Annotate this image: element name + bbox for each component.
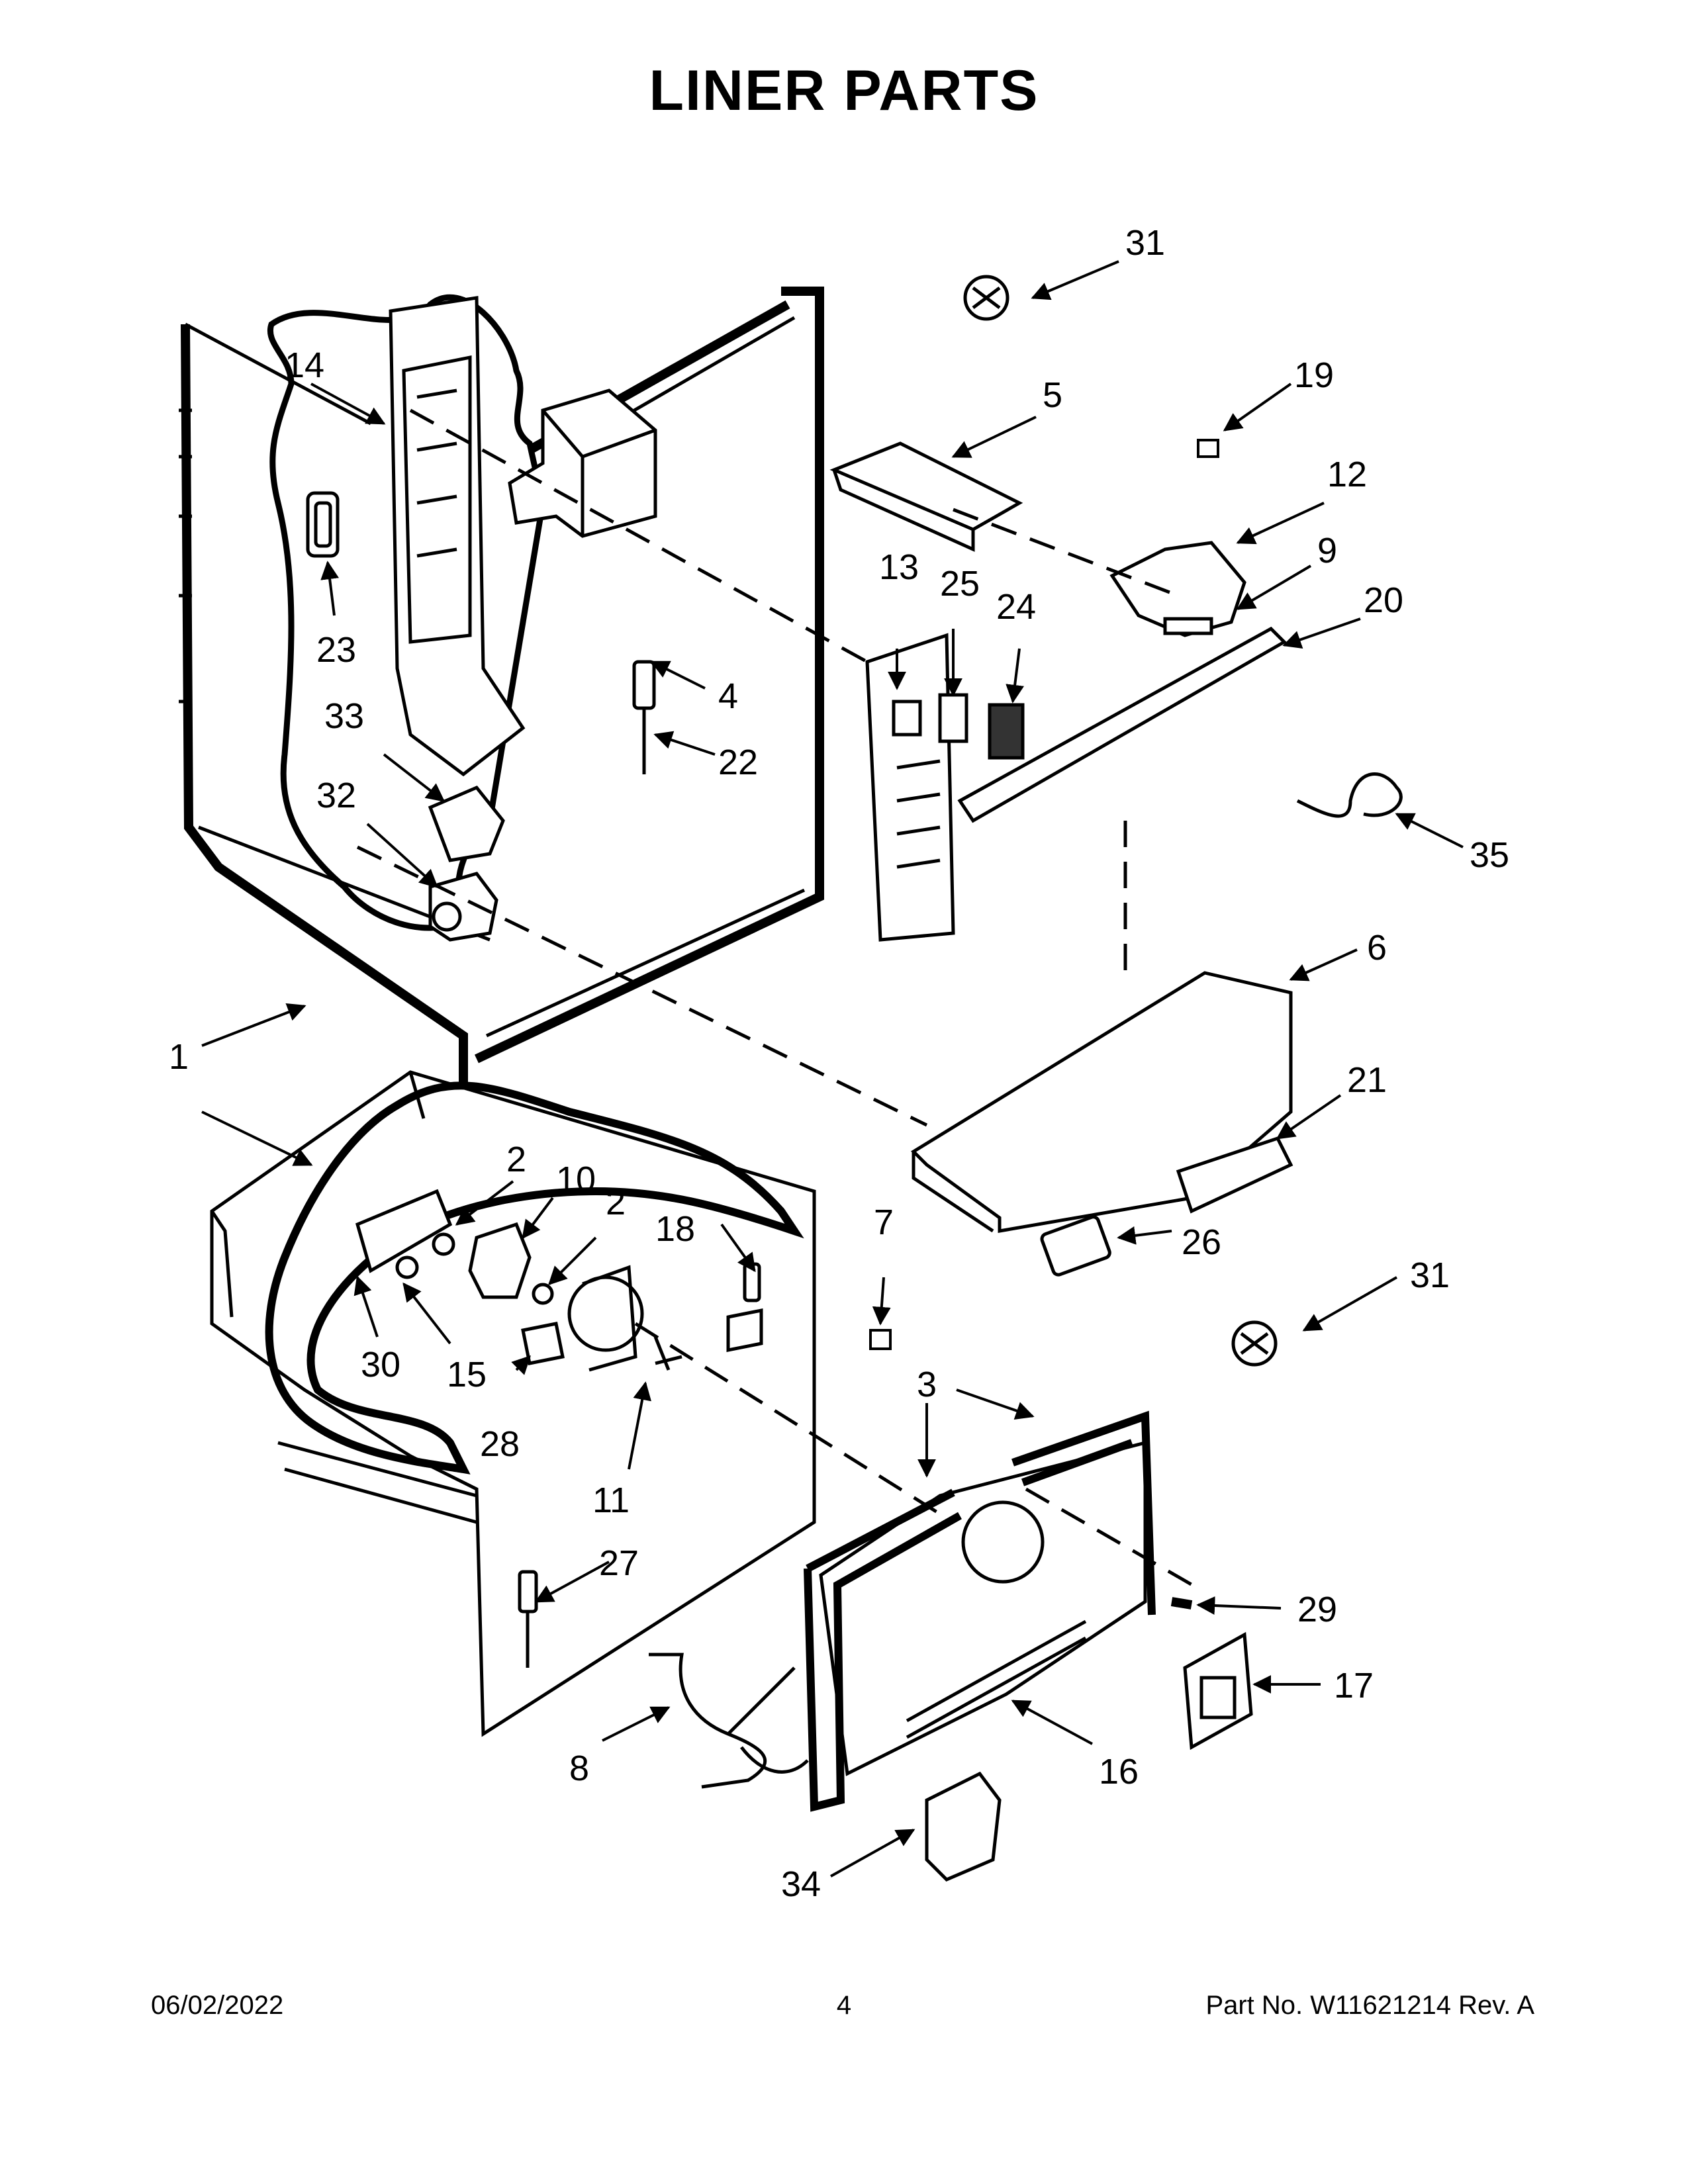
filter-cover-part (988, 703, 1025, 760)
freezer-liner (210, 1070, 816, 1737)
callout-17: 17 (1334, 1666, 1374, 1706)
callout-5: 5 (1043, 375, 1062, 415)
callout-7: 7 (874, 1203, 894, 1242)
knob-part-lower (1231, 1320, 1278, 1367)
callout-18: 18 (655, 1209, 695, 1249)
callout-labels: 31 19 14 5 12 9 20 13 25 24 23 4 33 22 3… (169, 223, 1509, 1904)
callout-29: 29 (1297, 1590, 1337, 1629)
thermistor-part (632, 660, 656, 774)
gasket-strip-part (1011, 1410, 1156, 1615)
callout-30: 30 (361, 1345, 400, 1385)
top-bracket-part (829, 441, 1023, 552)
callout-26: 26 (1182, 1222, 1221, 1262)
callout-31-lower: 31 (1410, 1255, 1450, 1295)
fan-assembly-parts (355, 1189, 763, 1372)
footer-page-number: 4 (836, 1991, 852, 2020)
rear-panel-part (819, 1440, 1147, 1776)
callout-32: 32 (316, 776, 356, 815)
callout-19: 19 (1294, 355, 1334, 395)
light-lens-part (1040, 1215, 1111, 1277)
footer-part-number: Part No. W11621214 Rev. A (1205, 1991, 1534, 2020)
cover-part (925, 1771, 1002, 1882)
callout-9: 9 (1317, 531, 1337, 570)
clip-part (1163, 617, 1213, 635)
assembly-lines (356, 408, 1199, 1590)
callout-15: 15 (447, 1355, 487, 1394)
callout-2-second: 2 (606, 1183, 626, 1222)
callout-10: 10 (556, 1160, 596, 1199)
freezer-thermistor-part (518, 1570, 538, 1668)
callout-27: 27 (599, 1543, 639, 1583)
damper-housing-part (508, 388, 657, 538)
evaporator-cover-part (389, 296, 526, 777)
callout-22: 22 (718, 743, 758, 782)
wire-harness-part (1296, 772, 1403, 818)
shelf-bracket-part (1176, 1136, 1293, 1214)
light-socket-part (306, 491, 340, 558)
callout-4: 4 (718, 676, 738, 716)
callout-1: 1 (169, 1037, 189, 1077)
footer-date: 06/02/2022 (151, 1991, 284, 2020)
callout-35: 35 (1470, 835, 1509, 875)
page-title: LINER PARTS (649, 59, 1039, 122)
callout-24: 24 (996, 587, 1036, 627)
knob-part (963, 275, 1009, 321)
callout-2: 2 (506, 1140, 526, 1179)
callout-3: 3 (917, 1365, 937, 1404)
callout-14: 14 (285, 345, 324, 385)
callout-16: 16 (1099, 1752, 1139, 1792)
callout-33: 33 (324, 696, 364, 736)
callout-12: 12 (1327, 455, 1367, 494)
control-panel-part (865, 633, 955, 942)
screw-part (1170, 1597, 1193, 1610)
hinge-bracket-part (1183, 1631, 1253, 1751)
callout-28: 28 (480, 1424, 520, 1464)
switch-part (869, 1329, 892, 1350)
callout-6: 6 (1367, 928, 1387, 968)
callout-8: 8 (569, 1749, 589, 1788)
callout-23: 23 (316, 630, 356, 670)
freezer-harness-part (649, 1653, 809, 1789)
filter-part (938, 693, 968, 743)
motor-part (428, 872, 498, 942)
leader-arrows (201, 260, 1464, 1878)
callout-11: 11 (592, 1480, 630, 1520)
callout-34: 34 (781, 1864, 821, 1904)
callout-21: 21 (1347, 1060, 1387, 1100)
callout-20: 20 (1364, 580, 1403, 620)
callout-31: 31 (1125, 223, 1165, 263)
callout-25: 25 (940, 564, 980, 604)
callout-13: 13 (879, 547, 919, 587)
freezer-gasket (265, 1081, 804, 1475)
small-clip-part (1197, 439, 1219, 458)
bracket-part (428, 785, 505, 862)
